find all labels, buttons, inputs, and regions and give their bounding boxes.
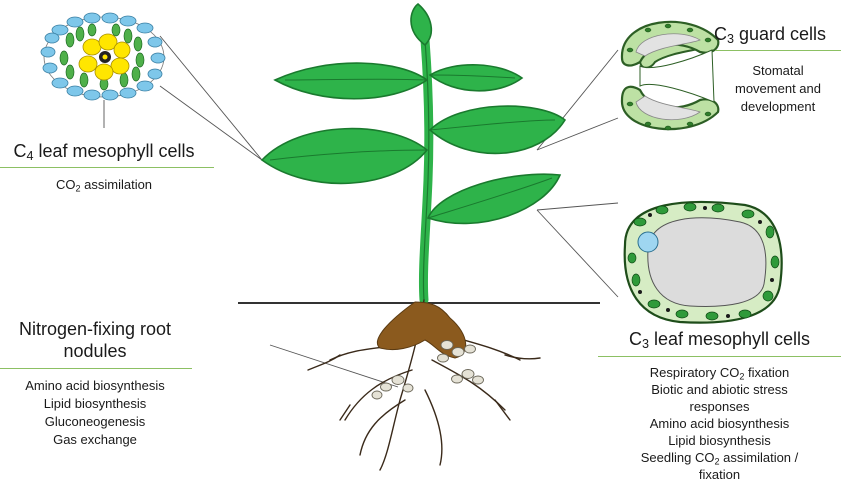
root-function-list: Amino acid biosynthesis Lipid biosynthes… [0, 377, 190, 449]
guard-title-rest: guard cells [734, 24, 826, 44]
c4-function-list: CO2 assimilation [0, 176, 208, 194]
guard-panel-title: C3 guard cells [700, 23, 840, 45]
c4-function-line: CO2 assimilation [0, 176, 208, 194]
leaf-mid-left [262, 129, 427, 184]
guard-function-list: Stomatal movement and development [715, 62, 841, 116]
c4-title-prefix: C [13, 141, 26, 161]
guard-title-prefix: C [714, 24, 727, 44]
root-panel-title: Nitrogen-fixing root nodules [0, 318, 190, 362]
leader-c3-bottom [537, 210, 618, 297]
guard-function-line: movement and [715, 80, 841, 98]
c3-function-line: Seedling CO2 assimilation / [598, 449, 841, 466]
c3-function-line: Amino acid biosynthesis [598, 415, 841, 432]
c3-function-line: Biotic and abiotic stress [598, 381, 841, 398]
leaf-mid-right [430, 106, 565, 153]
leaf-apex [411, 4, 431, 45]
c3-function-line: Lipid biosynthesis [598, 432, 841, 449]
c3-panel-title: C3 leaf mesophyll cells [598, 328, 841, 350]
c3-function-line: Respiratory CO2 fixation [598, 364, 841, 381]
root-title-line-2: nodules [0, 340, 190, 362]
c3-title-rest: leaf mesophyll cells [649, 329, 810, 349]
guard-function-line: development [715, 98, 841, 116]
leader-c3-top [537, 203, 618, 210]
c3-title-prefix: C [629, 329, 642, 349]
c3-panel-rule [598, 356, 841, 357]
c3-mesophyll-illustration [625, 202, 782, 323]
guard-function-line: Stomatal [715, 62, 841, 80]
root-function-line: Gluconeogenesis [0, 413, 190, 431]
root-title-line-1: Nitrogen-fixing root [0, 318, 190, 340]
c4-panel-rule [0, 167, 214, 168]
leaf-top-left [275, 63, 427, 99]
c4-panel-title: C4 leaf mesophyll cells [0, 140, 208, 162]
c3-function-line: fixation [598, 466, 841, 483]
guard-title-sub: 3 [727, 32, 734, 46]
c3-function-list: Respiratory CO2 fixation Biotic and abio… [598, 364, 841, 483]
leader-root [270, 345, 398, 387]
root-function-line: Gas exchange [0, 431, 190, 449]
c4-cell-illustration [41, 13, 165, 100]
c3-title-sub: 3 [642, 337, 649, 351]
root-function-line: Lipid biosynthesis [0, 395, 190, 413]
root-panel-rule [0, 368, 192, 369]
guard-panel-rule [715, 50, 841, 51]
c3-function-line: responses [598, 398, 841, 415]
leaf-low-right [428, 174, 560, 223]
c4-title-rest: leaf mesophyll cells [33, 141, 194, 161]
root-function-line: Amino acid biosynthesis [0, 377, 190, 395]
